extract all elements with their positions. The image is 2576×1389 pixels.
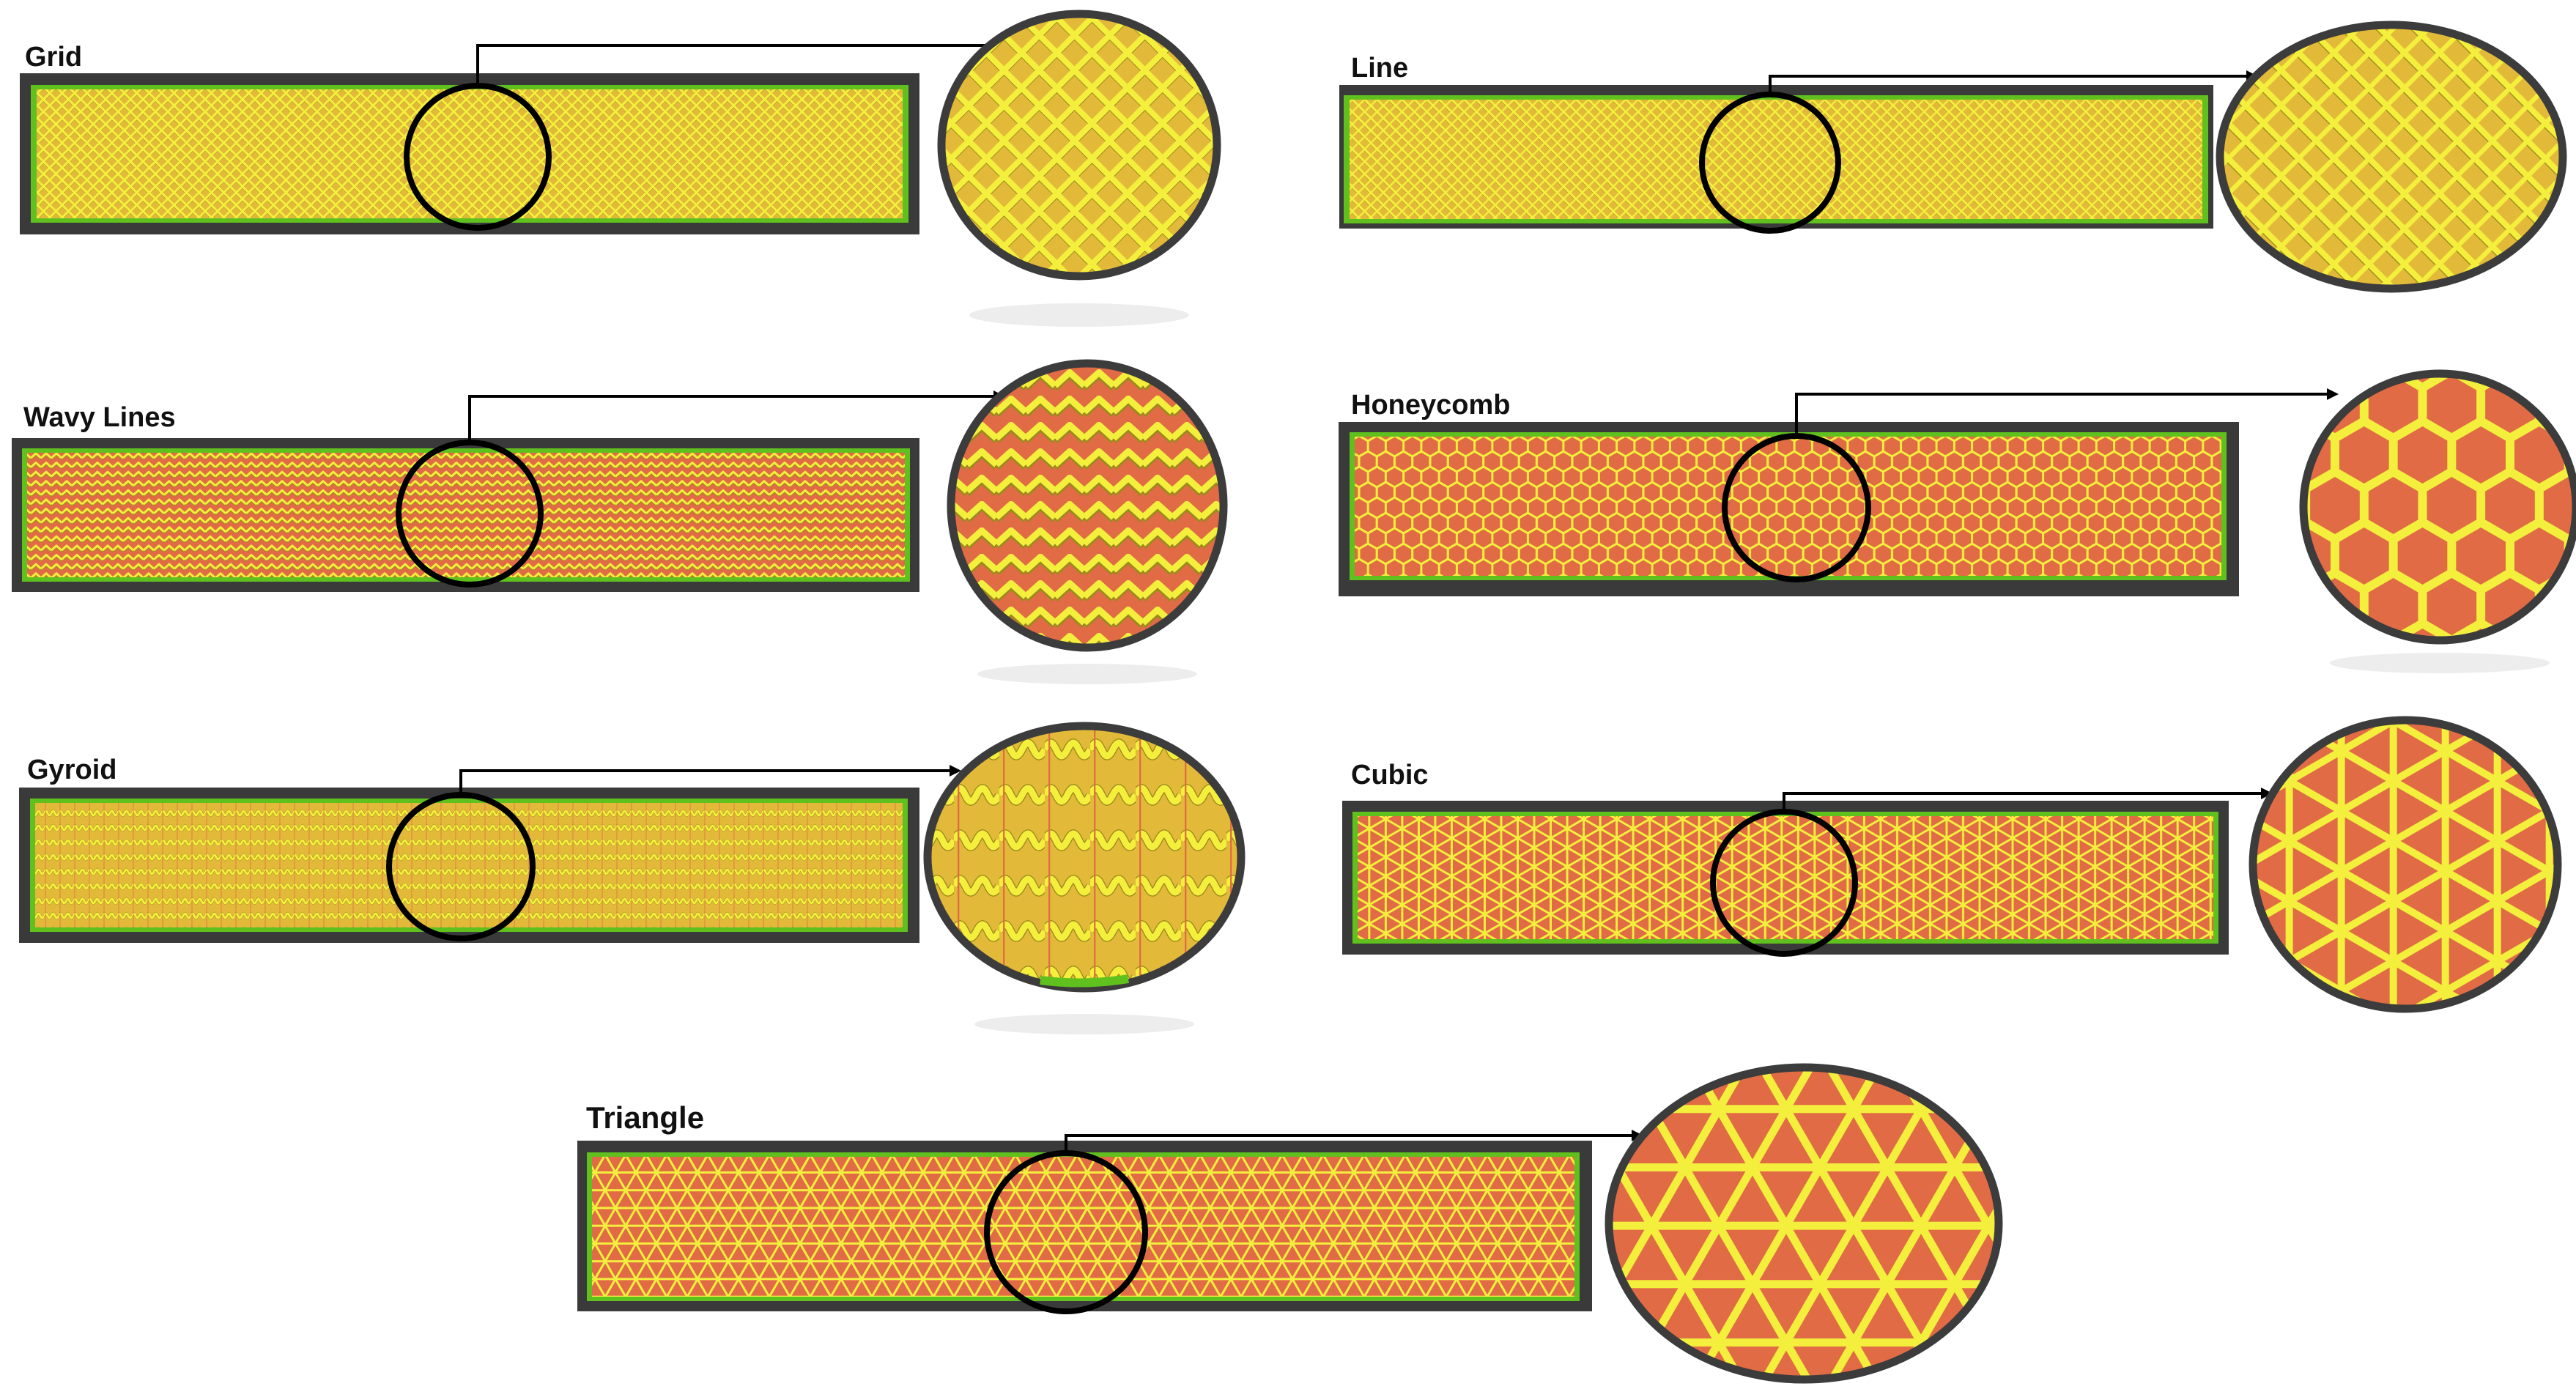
infill-area (1350, 100, 2202, 219)
panel-label-wavy-lines: Wavy Lines (23, 402, 176, 433)
panel-label-grid: Grid (25, 42, 82, 73)
callout-connector (459, 769, 950, 795)
zoom-shadow (974, 1014, 1194, 1034)
panel-wavy-lines: Wavy Lines (12, 359, 1228, 684)
zoom-shadow (977, 664, 1197, 684)
callout-connector (1783, 792, 2262, 812)
callout-arrowhead (2327, 388, 2339, 400)
callout-connector (1769, 75, 2247, 95)
callout-connector (468, 395, 995, 442)
zoom-view (2299, 369, 2576, 645)
zoom-perimeter-edge (1040, 974, 1129, 988)
infill-area (37, 89, 903, 218)
zoom-view (1605, 1063, 2003, 1384)
zoom-view (937, 10, 1221, 281)
infill-area (35, 803, 903, 927)
panel-label-line: Line (1351, 53, 1408, 84)
callout-connector (476, 44, 993, 86)
zoom-view (2249, 716, 2562, 1013)
zoom-view (947, 359, 1228, 652)
zoom-view (2216, 21, 2567, 293)
panel-label-gyroid: Gyroid (27, 755, 116, 785)
callout-connector (1795, 393, 2328, 436)
infill-area (1358, 816, 2213, 939)
panel-line: Line (1339, 21, 2567, 293)
zoom-view (923, 722, 1246, 993)
infill-area (27, 453, 905, 577)
panel-label-triangle: Triangle (586, 1100, 704, 1135)
infill-area (592, 1157, 1574, 1297)
panel-grid: Grid (20, 10, 1221, 327)
callout-arrowhead (950, 765, 961, 777)
panel-cubic: Cubic (1342, 716, 2562, 1013)
panel-label-honeycomb: Honeycomb (1351, 390, 1510, 421)
panel-honeycomb: Honeycomb (1339, 369, 2576, 673)
panel-gyroid: Gyroid (19, 722, 1246, 1034)
zoom-shadow (969, 303, 1189, 327)
zoom-shadow (2330, 653, 2550, 673)
infill-area (1355, 437, 2221, 576)
callout-connector (1065, 1134, 1632, 1153)
panel-label-cubic: Cubic (1351, 760, 1429, 790)
callout-arrowhead (2261, 788, 2273, 799)
panel-triangle: Triangle (577, 1063, 2003, 1384)
